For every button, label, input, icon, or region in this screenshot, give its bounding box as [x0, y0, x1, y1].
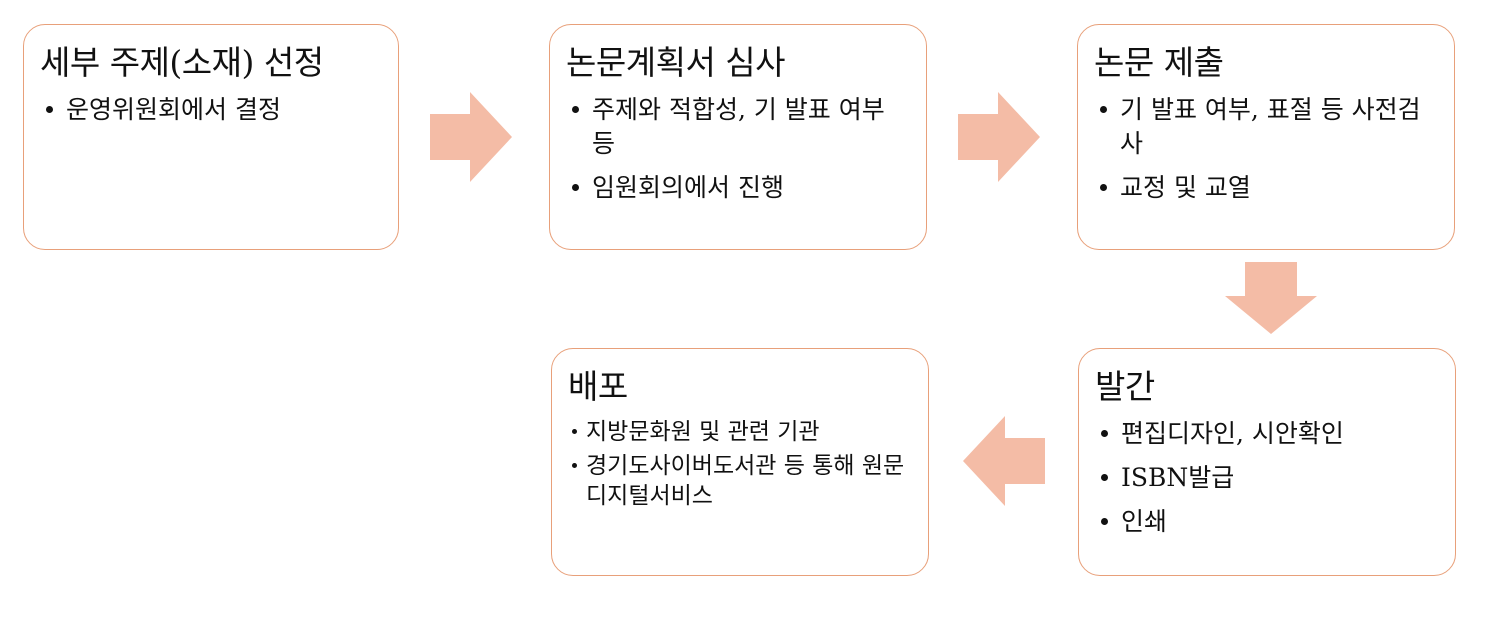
step-box-proposal-review: 논문계획서 심사 주제와 적합성, 기 발표 여부 등 임원회의에서 진행: [549, 24, 927, 250]
down-arrow-icon: [1225, 262, 1317, 334]
list-item: ISBN발급: [1095, 461, 1437, 495]
step-item-list: 기 발표 여부, 표절 등 사전검사 교정 및 교열: [1094, 93, 1436, 205]
step-box-publication: 발간 편집디자인, 시안확인 ISBN발급 인쇄: [1078, 348, 1456, 576]
step-title: 발간: [1095, 367, 1155, 406]
list-item: 주제와 적합성, 기 발표 여부 등: [566, 93, 908, 161]
step-title: 세부 주제(소재) 선정: [40, 43, 324, 82]
list-item: 운영위원회에서 결정: [40, 93, 380, 127]
left-arrow-icon: [963, 416, 1045, 506]
right-arrow-icon: [958, 92, 1040, 182]
right-arrow-icon: [430, 92, 512, 182]
list-item: 경기도사이버도서관 등 통해 원문디지털서비스: [568, 451, 910, 511]
step-box-paper-submission: 논문 제출 기 발표 여부, 표절 등 사전검사 교정 및 교열: [1077, 24, 1455, 250]
step-box-distribution: 배포 지방문화원 및 관련 기관 경기도사이버도서관 등 통해 원문디지털서비스: [551, 348, 929, 576]
list-item: 인쇄: [1095, 505, 1437, 539]
step-item-list: 주제와 적합성, 기 발표 여부 등 임원회의에서 진행: [566, 93, 908, 205]
list-item: 편집디자인, 시안확인: [1095, 417, 1437, 451]
step-title: 배포: [568, 367, 628, 406]
list-item: 임원회의에서 진행: [566, 171, 908, 205]
list-item: 지방문화원 및 관련 기관: [568, 417, 910, 447]
step-box-topic-selection: 세부 주제(소재) 선정 운영위원회에서 결정: [23, 24, 399, 250]
step-title: 논문 제출: [1094, 43, 1224, 82]
step-item-list: 운영위원회에서 결정: [40, 93, 380, 127]
list-item: 교정 및 교열: [1094, 171, 1436, 205]
list-item: 기 발표 여부, 표절 등 사전검사: [1094, 93, 1436, 161]
step-title: 논문계획서 심사: [566, 43, 786, 82]
step-item-list: 지방문화원 및 관련 기관 경기도사이버도서관 등 통해 원문디지털서비스: [568, 417, 910, 511]
step-item-list: 편집디자인, 시안확인 ISBN발급 인쇄: [1095, 417, 1437, 539]
